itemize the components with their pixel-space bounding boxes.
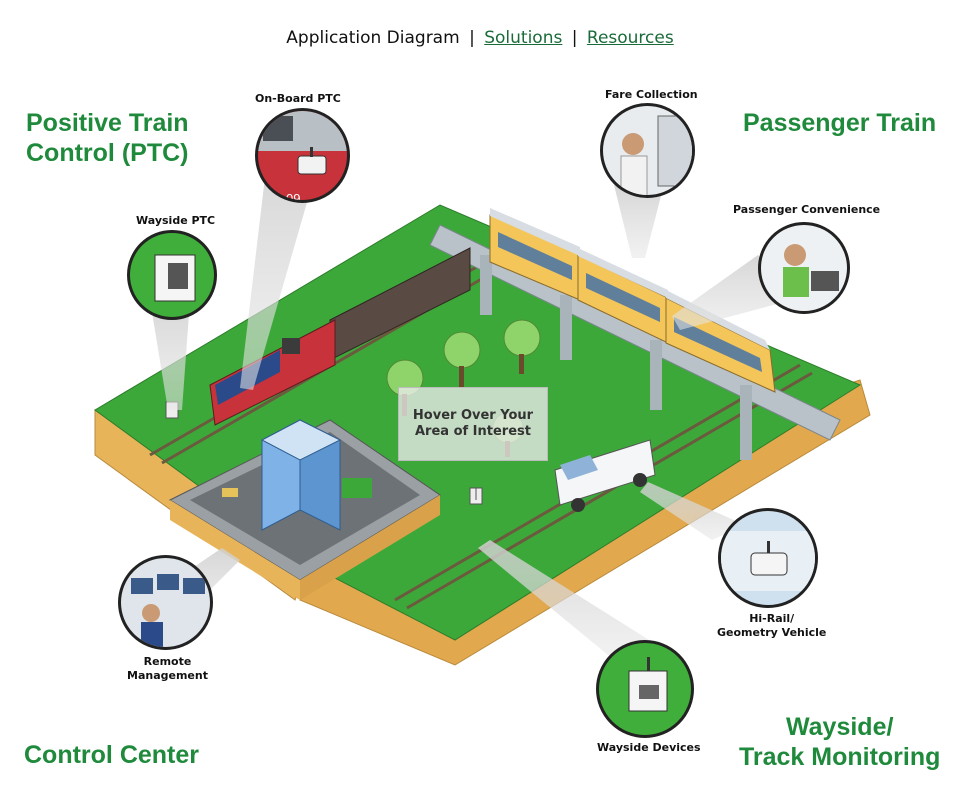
callout-label-wayside-devices[interactable]: Wayside Devices (597, 741, 701, 754)
locomotive-number: 09 (286, 191, 300, 203)
passenger-train (489, 208, 776, 393)
callout-circle-wayside-devices[interactable] (596, 640, 694, 738)
callout-circle-hi-rail[interactable] (718, 508, 818, 608)
callout-label-wayside-ptc[interactable]: Wayside PTC (136, 214, 216, 227)
callout-label-remote-management-line2: Management (127, 669, 208, 682)
nav-solutions-link[interactable]: Solutions (484, 28, 563, 48)
region-title-wayside[interactable]: Wayside/ Track Monitoring (739, 712, 940, 772)
nav-separator: | (469, 28, 475, 48)
region-title-wayside-line2: Track Monitoring (739, 743, 941, 771)
control-room-illustration (131, 574, 205, 647)
nav-resources-link[interactable]: Resources (586, 28, 674, 48)
callout-circle-passenger-convenience[interactable] (758, 222, 850, 314)
callout-label-hi-rail-line1: Hi-Rail/ (749, 612, 795, 625)
callout-label-fare-collection[interactable]: Fare Collection (605, 88, 698, 101)
vehicle-device-illustration (721, 531, 815, 591)
locomotive-cab-illustration: 09 (258, 111, 347, 203)
hover-instruction-box: Hover Over Your Area of Interest (398, 387, 548, 461)
callout-circle-fare-collection[interactable] (600, 103, 695, 198)
callout-circle-wayside-ptc[interactable] (127, 230, 217, 320)
callout-label-hi-rail-line2: Geometry Vehicle (717, 626, 827, 639)
region-title-ptc[interactable]: Positive Train Control (PTC) (26, 108, 189, 168)
wayside-cabinet-illustration (154, 254, 196, 302)
nav-separator: | (571, 28, 578, 48)
fare-kiosk-illustration (620, 115, 692, 195)
region-title-ptc-line1: Positive Train (26, 109, 189, 137)
laptop-passenger-illustration (783, 244, 839, 297)
nav-current: Application Diagram (286, 28, 460, 48)
hover-instruction-line2: Area of Interest (414, 424, 531, 439)
region-title-passenger-train[interactable]: Passenger Train (743, 109, 937, 137)
callout-label-passenger-convenience[interactable]: Passenger Convenience (733, 203, 881, 216)
callout-circle-remote-management[interactable] (118, 555, 213, 650)
callout-circle-onboard-ptc[interactable]: 09 (255, 108, 350, 203)
region-title-wayside-line1: Wayside/ (785, 713, 894, 741)
hi-rail-truck (554, 439, 656, 512)
callout-label-remote-management-line1: Remote (143, 655, 192, 668)
hover-instruction-line1: Hover Over Your (412, 408, 534, 423)
callout-label-hi-rail[interactable]: Hi-Rail/ Geometry Vehicle (717, 612, 826, 640)
region-title-ptc-line2: Control (PTC) (26, 139, 189, 167)
wayside-device-illustration (628, 657, 668, 712)
region-title-control-center[interactable]: Control Center (24, 741, 199, 769)
callout-label-onboard-ptc[interactable]: On-Board PTC (255, 92, 341, 105)
control-center-building (168, 419, 441, 600)
top-nav: Application Diagram | Solutions | Resour… (0, 28, 960, 48)
callout-label-remote-management[interactable]: Remote Management (127, 655, 208, 683)
